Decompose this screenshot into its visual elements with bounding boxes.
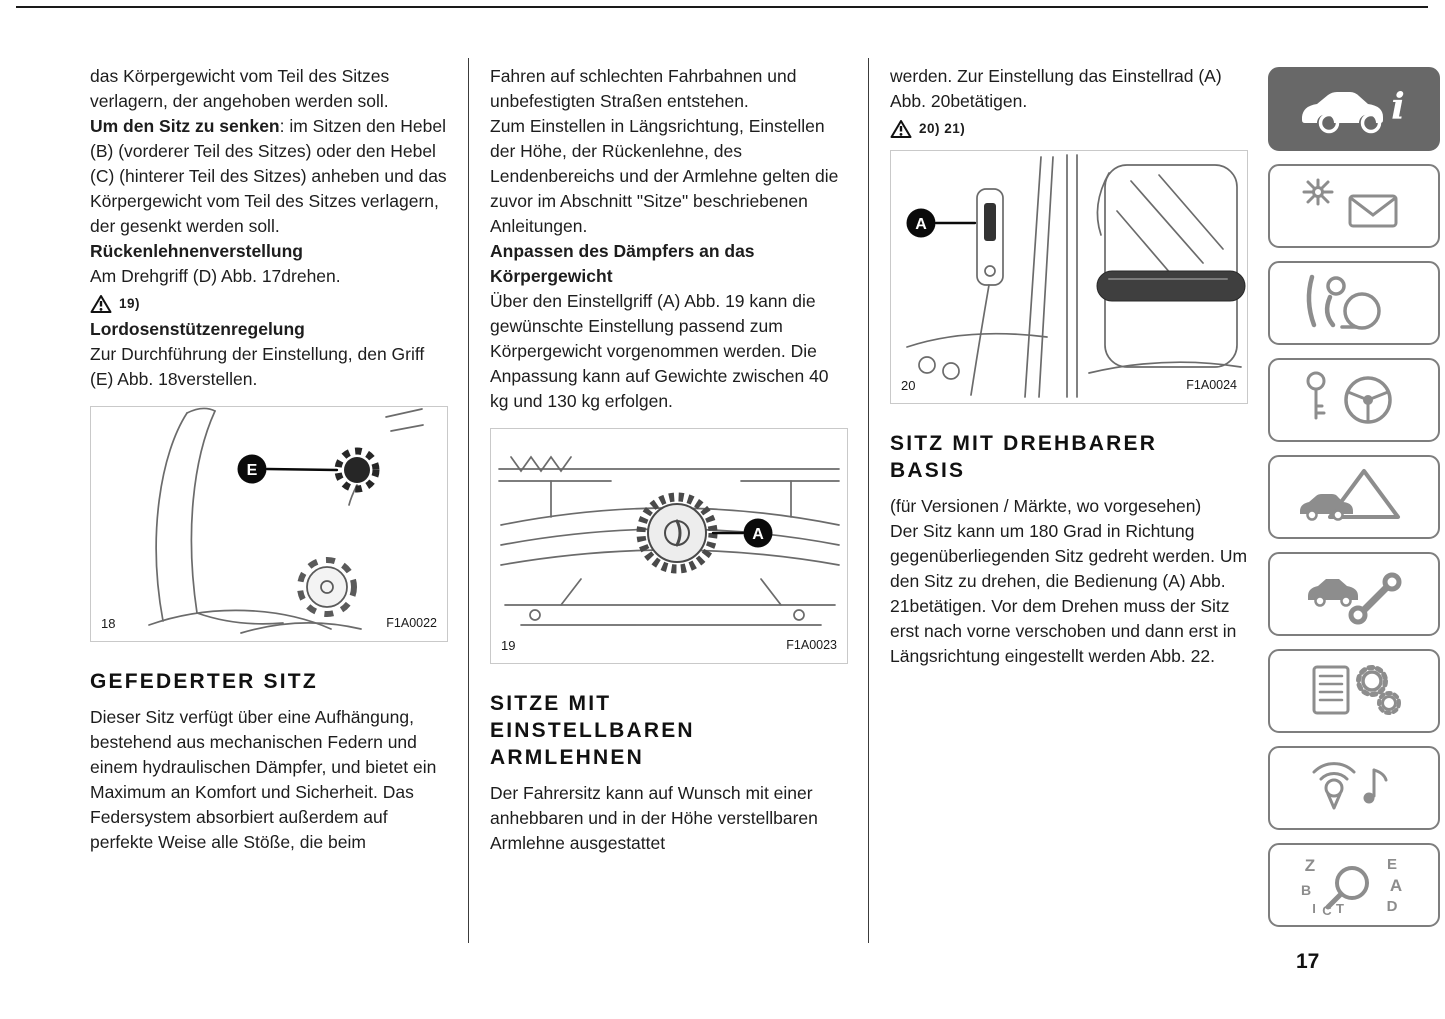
warning-triangle-car-icon xyxy=(1300,469,1400,521)
paragraph: werden. Zur Einstellung das Einstellrad … xyxy=(890,66,1222,111)
paragraph: Fahren auf schlechten Fahrbahnen und unb… xyxy=(490,66,797,111)
sidebar-tab-maintenance xyxy=(1268,552,1440,636)
section-heading-line: ARMLEHNEN xyxy=(490,746,644,769)
section-heading-adjustable-armrests: SITZE MIT EINSTELLBAREN ARMLEHNEN xyxy=(490,690,848,771)
car-wrench-icon xyxy=(1308,572,1402,625)
paragraph: Der Fahrersitz kann auf Wunsch mit einer… xyxy=(490,783,818,853)
index-letter: C xyxy=(1322,903,1332,917)
paragraph: Am Drehgriff (D) Abb. 17drehen. xyxy=(90,266,341,286)
figure-number: 20 xyxy=(901,378,916,393)
paragraph: das Körpergewicht vom Teil des Sitzes ve… xyxy=(90,66,390,111)
chapter-tab-sidebar: i xyxy=(1268,67,1440,927)
warning-triangle-icon xyxy=(90,294,112,313)
sidebar-tab-dashboard-lights-messages xyxy=(1268,164,1440,248)
figure-18-seat-lumbar: E 18 F1A0022 xyxy=(90,406,448,642)
section-heading-sprung-seat: GEFEDERTER SITZ xyxy=(90,668,448,695)
index-letter: I xyxy=(1312,901,1316,916)
figure-callout-label: E xyxy=(247,462,258,479)
index-letter: B xyxy=(1301,882,1311,898)
section-heading-swivel-base-seat: SITZ MIT DREHBARER BASIS xyxy=(890,430,1248,484)
sidebar-tab-starting-driving xyxy=(1268,358,1440,442)
antenna-signal-icon xyxy=(1312,762,1388,810)
section-heading-line: BASIS xyxy=(890,459,966,482)
index-letter: E xyxy=(1387,856,1397,873)
airbag-person-icon xyxy=(1306,274,1381,330)
column-3: werden. Zur Einstellung das Einstellrad … xyxy=(890,64,1248,669)
column-2: Fahren auf schlechten Fahrbahnen und unb… xyxy=(490,64,848,856)
index-letter: A xyxy=(1390,876,1402,895)
section-heading-line: GEFEDERTER SITZ xyxy=(90,670,318,693)
figure-number: 19 xyxy=(501,638,516,653)
car-info-icon: i xyxy=(1302,86,1405,134)
column-divider xyxy=(468,58,469,943)
figure-callout-label: A xyxy=(752,526,764,543)
figure-code: F1A0023 xyxy=(786,638,837,652)
figure-number: 18 xyxy=(101,616,116,631)
figure-19-damper-knob: A 19 F1A0023 xyxy=(490,428,848,664)
alphabetical-index-icon: Z E B A I C T D xyxy=(1301,856,1402,917)
paragraph: Zur Durchführung der Einstellung, den Gr… xyxy=(90,344,425,389)
sidebar-tab-emergency xyxy=(1268,455,1440,539)
warning-note: 19) xyxy=(90,292,448,315)
subheading-lumbar-adjustment: Lordosenstützenregelung xyxy=(90,319,305,339)
seat-belt-armrest-illustration: A xyxy=(906,154,1246,398)
warning-ref: 19) xyxy=(119,296,141,311)
paragraph: Zum Einstellen in Längsrichtung, Einstel… xyxy=(490,116,839,236)
figure-20-armrest-seat: A 20 F1A0024 xyxy=(890,150,1248,404)
figure-code: F1A0022 xyxy=(386,616,437,630)
warning-ref: 20) 21) xyxy=(919,121,966,136)
info-glyph: i xyxy=(1391,86,1405,128)
column-1: das Körpergewicht vom Teil des Sitzes ve… xyxy=(90,64,448,855)
paragraph: Um den Sitz zu senken: im Sitzen den Heb… xyxy=(90,114,448,239)
sidebar-tab-index: Z E B A I C T D xyxy=(1268,843,1440,927)
page-number: 17 xyxy=(1296,950,1320,973)
paragraph: Dieser Sitz verfügt über eine Aufhängung… xyxy=(90,707,437,852)
paragraph: Über den Einstellgriff (A) Abb. 19 kann … xyxy=(490,291,829,411)
figure-callout-label: A xyxy=(915,216,927,233)
warning-note: 20) 21) xyxy=(890,117,1248,140)
figure-code: F1A0024 xyxy=(1186,378,1237,392)
paragraph-text: : im Sitzen den Hebel (B) (vorderer Teil… xyxy=(90,116,447,236)
sidebar-tab-multimedia xyxy=(1268,746,1440,830)
paragraph: (für Versionen / Märkte, wo vorgesehen) xyxy=(890,496,1202,516)
key-steering-wheel-icon xyxy=(1306,371,1392,424)
index-letter: Z xyxy=(1305,856,1315,875)
section-heading-line: SITZE MIT xyxy=(490,692,612,715)
section-heading-line: SITZ MIT DREHBARER xyxy=(890,432,1158,455)
light-envelope-icon xyxy=(1302,178,1398,228)
sidebar-tab-vehicle-overview: i xyxy=(1268,67,1440,151)
subheading-backrest-adjustment: Rückenlehnenverstellung xyxy=(90,241,303,261)
page-top-edge xyxy=(16,6,1428,8)
column-divider xyxy=(868,58,869,943)
sidebar-tab-safety xyxy=(1268,261,1440,345)
sidebar-tab-technical-data xyxy=(1268,649,1440,733)
warning-triangle-icon xyxy=(890,119,912,138)
section-heading-line: EINSTELLBAREN xyxy=(490,719,695,742)
seat-lumbar-knob-illustration: E xyxy=(148,407,424,634)
paragraph: Der Sitz kann um 180 Grad in Richtung ge… xyxy=(890,521,1248,666)
spec-list-gear-icon xyxy=(1312,665,1401,715)
index-letter: D xyxy=(1387,898,1398,915)
index-letter: T xyxy=(1336,901,1344,916)
run-in-heading-sink-seat: Um den Sitz zu senken xyxy=(90,116,280,136)
damper-adjustment-knob-illustration: A xyxy=(498,455,840,626)
subheading-damper-adjustment: Anpassen des Dämpfers an das Körpergewic… xyxy=(490,241,755,286)
